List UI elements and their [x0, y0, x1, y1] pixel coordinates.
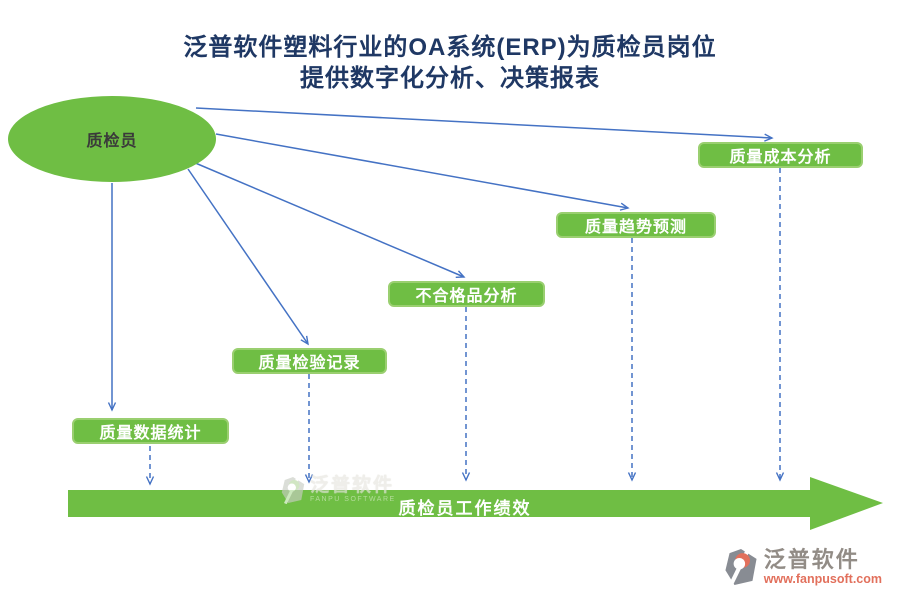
actor-label: 质检员: [86, 133, 138, 150]
watermark: 泛普软件 FANPU SOFTWARE: [280, 476, 396, 504]
node-label: 质量检验记录: [258, 355, 361, 372]
fanpu-logo-icon: [281, 476, 305, 504]
arrow-actor-to-trend-forecast: [215, 133, 630, 211]
node-label: 质量数据统计: [99, 425, 202, 442]
footer-brand-url: www.fanpusoft.com: [763, 572, 882, 586]
node-label: 质量趋势预测: [584, 219, 687, 236]
node-quality-trend-forecast: 质量趋势预测: [556, 212, 716, 238]
watermark-brand: 泛普软件: [310, 475, 395, 496]
arrow-actor-to-cost-analysis: [195, 107, 774, 142]
node-defective-product-analysis: 不合格品分析: [388, 281, 545, 307]
arrow-actor-to-inspection-records: [187, 168, 309, 346]
outcome-arrow-label: 质检员工作绩效: [398, 499, 532, 518]
actor-ellipse-quality-inspector: 质检员: [8, 96, 216, 182]
node-quality-cost-analysis: 质量成本分析: [698, 142, 863, 168]
node-quality-data-statistics: 质量数据统计: [72, 418, 229, 444]
arrow-actor-to-defect-analysis: [192, 161, 466, 278]
footer-brand: 泛普软件 www.fanpusoft.com: [723, 548, 882, 586]
footer-brand-name: 泛普软件: [763, 547, 860, 572]
node-label: 质量成本分析: [729, 149, 832, 166]
fanpu-logo-icon: [725, 548, 757, 586]
page-title: 泛普软件塑料行业的OA系统(ERP)为质检员岗位 提供数字化分析、决策报表: [0, 32, 900, 94]
page-title-line2: 提供数字化分析、决策报表: [300, 65, 600, 92]
page-title-line1: 泛普软件塑料行业的OA系统(ERP)为质检员岗位: [183, 34, 717, 61]
node-quality-inspection-records: 质量检验记录: [232, 348, 387, 374]
node-label: 不合格品分析: [415, 288, 518, 305]
watermark-subtitle: FANPU SOFTWARE: [310, 496, 396, 503]
